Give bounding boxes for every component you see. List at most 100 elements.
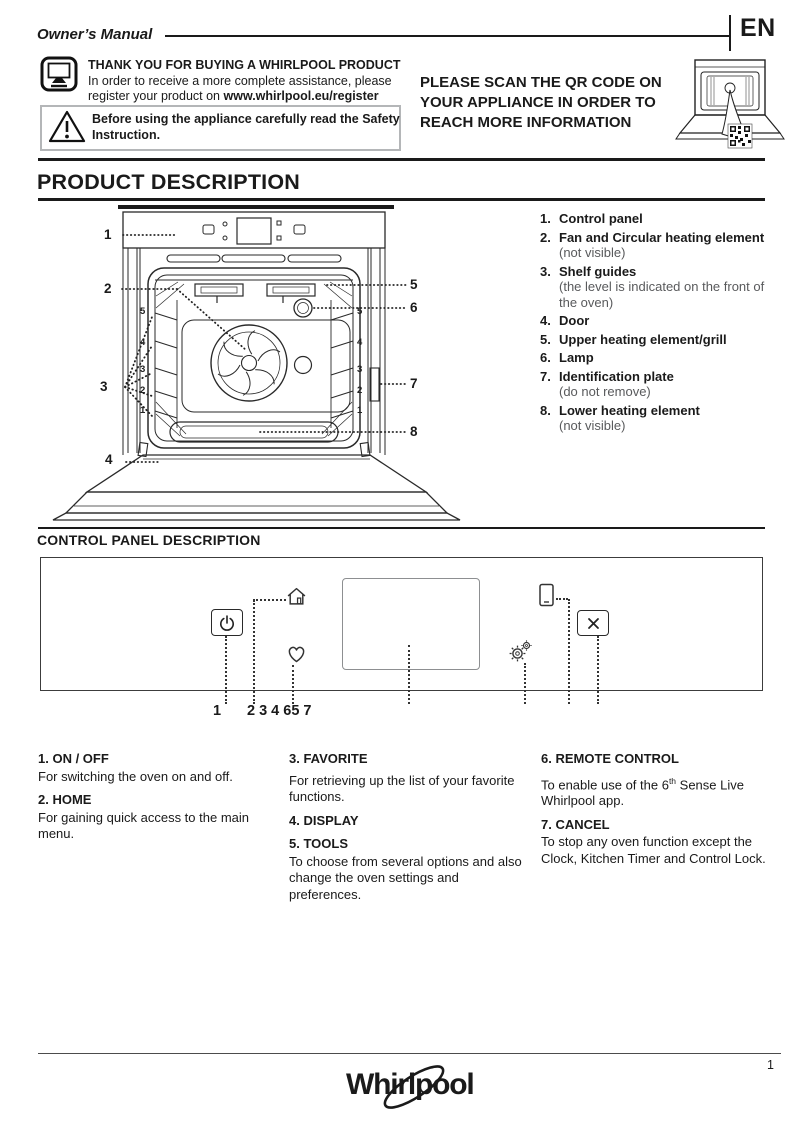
diagram-leader-lines [121, 234, 408, 463]
shelf-level-left-3: 3 [140, 364, 146, 375]
language-divider [729, 15, 731, 51]
safety-notice-box [40, 105, 401, 151]
function-title: 6. REMOTE CONTROL [541, 751, 679, 766]
qr-banner-line1: PLEASE SCAN THE QR CODE ON [420, 74, 662, 91]
diagram-callout-6: 6 [410, 300, 418, 315]
registration-line2: register your product on www.whirlpool.e… [88, 89, 379, 103]
diagram-identification-plate [369, 367, 380, 402]
language-code: EN [740, 14, 776, 42]
diagram-cabinet-walls [122, 248, 386, 455]
function-title: 3. FAVORITE [289, 751, 368, 766]
registration-url: www.whirlpool.eu/register [223, 89, 379, 103]
product-description-list: 1.Control panel 2.Fan and Circular heati… [540, 211, 768, 437]
diagram-cavity-outer [147, 267, 361, 449]
favorite-heart-icon [288, 646, 305, 663]
leader-favorite [292, 665, 294, 704]
item-number: 6. [540, 350, 551, 365]
list-item: 2.Fan and Circular heating element(not v… [540, 230, 768, 261]
diagram-callout-1: 1 [104, 227, 112, 242]
list-item: 4. Door [540, 313, 768, 329]
tools-gears-icon [509, 640, 532, 662]
function-desc: To stop any oven function except the Clo… [541, 834, 766, 866]
functions-column-3: 6. REMOTE CONTROL To enable use of the 6… [541, 751, 769, 867]
shelf-level-right-1: 1 [357, 405, 363, 416]
item-name: Upper heating element/grill [559, 331, 727, 347]
qr-banner-line2: YOUR APPLIANCE IN ORDER TO [420, 94, 656, 111]
leader-cancel [597, 636, 599, 704]
control-panel-section-rule [38, 527, 765, 529]
list-item: 8.Lower heating element(not visible) [540, 403, 768, 434]
list-item: 7.Identification plate(do not remove) [540, 369, 768, 400]
home-icon [287, 587, 306, 605]
diagram-callout-5: 5 [410, 277, 418, 292]
function-title: 7. CANCEL [541, 816, 610, 832]
item-name: Door [559, 313, 590, 328]
item-name: Identification plate [559, 368, 674, 384]
shelf-level-right-4: 4 [357, 337, 363, 348]
leader-remote-horizontal [556, 598, 568, 600]
function-title: 2. HOME [38, 792, 92, 807]
shelf-level-right-2: 2 [357, 385, 363, 396]
item-number: 7. [540, 368, 551, 384]
item-name: Shelf guides [559, 263, 637, 279]
remote-phone-icon [539, 583, 554, 607]
list-item: 1.Control panel [540, 211, 768, 227]
header-rule [165, 35, 729, 37]
item-number: 8. [540, 402, 551, 418]
item-number: 3. [540, 263, 551, 279]
leader-home [253, 600, 255, 704]
diagram-callout-2: 2 [104, 281, 112, 296]
list-item: 5. Upper heating element/grill [540, 332, 768, 348]
diagram-rear-lamp [293, 355, 313, 375]
power-button [211, 609, 243, 636]
whirlpool-logo: Whirlpool [346, 1068, 475, 1101]
leader-power [225, 636, 227, 704]
ordinal-superscript: th [668, 775, 677, 786]
display-screen [342, 578, 480, 670]
item-note: (not visible) [559, 245, 626, 260]
item-note: (the level is indicated on the front of … [559, 279, 765, 310]
diagram-callout-7: 7 [410, 376, 418, 391]
function-title: 5. TOOLS [289, 836, 348, 851]
shelf-level-right-3: 3 [357, 364, 363, 375]
diagram-grill-element [194, 283, 316, 303]
item-note: (not visible) [559, 418, 626, 433]
diagram-vents [166, 254, 342, 263]
registration-heading: THANK YOU FOR BUYING A WHIRLPOOL PRODUCT [88, 58, 401, 72]
item-number: 2. [540, 229, 551, 245]
safety-notice-line2: Instruction. [92, 128, 161, 142]
leader-display [408, 645, 410, 704]
whirlpool-logo-swoosh [383, 1065, 445, 1109]
diagram-lower-element [169, 421, 339, 443]
section-rule-top [38, 158, 765, 161]
item-number: 5. [540, 331, 551, 347]
diagram-corner-perspective [155, 281, 353, 437]
functions-column-1: 1. ON / OFF For switching the oven on an… [38, 751, 256, 843]
footer-rule [38, 1053, 781, 1055]
item-number: 1. [540, 211, 551, 226]
qr-banner-line3: REACH MORE INFORMATION [420, 114, 632, 131]
list-item: 6.Lamp [540, 350, 768, 366]
panel-callout-1: 1 [213, 703, 222, 719]
function-title: 4. DISPLAY [289, 812, 359, 828]
functions-column-2: 3. FAVORITE For retrieving up the list o… [289, 751, 531, 903]
diagram-callout-3: 3 [100, 379, 108, 394]
shelf-level-left-1: 1 [140, 405, 146, 416]
page-number: 1 [767, 1058, 774, 1072]
leader-home-horizontal [253, 599, 286, 601]
control-panel-title: CONTROL PANEL DESCRIPTION [37, 532, 261, 548]
product-description-underline [38, 198, 765, 201]
warning-triangle-icon [48, 110, 86, 143]
function-title: 1. ON / OFF [38, 751, 109, 766]
function-desc: For retrieving up the list of your favor… [289, 772, 515, 805]
item-number: 4. [540, 313, 551, 328]
panel-callout-cluster: 2 3 4 65 7 [247, 703, 312, 719]
function-desc: To enable use of the 6th Sense Live Whir… [541, 775, 744, 809]
list-item: 3. Shelf guides(the level is indicated on… [540, 264, 768, 311]
power-icon [220, 614, 234, 631]
document-title: Owner’s Manual [37, 26, 153, 43]
diagram-back-panel [181, 319, 351, 413]
shelf-level-right-5: 5 [357, 306, 363, 317]
registration-line1: In order to receive a more complete assi… [88, 74, 392, 88]
